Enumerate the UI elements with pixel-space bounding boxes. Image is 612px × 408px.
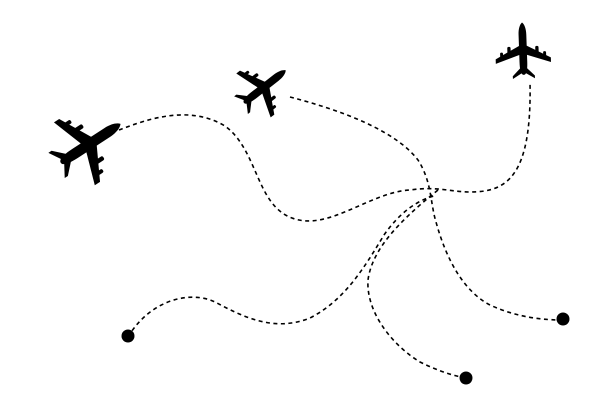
flight-path-large-plane <box>118 81 531 222</box>
destination-dot-icon <box>459 371 473 385</box>
airplane-icon <box>36 92 141 197</box>
airplane-icon <box>494 21 552 80</box>
flight-path-middle-plane <box>289 96 563 321</box>
destination-dot-icon <box>556 312 570 326</box>
airplane-icon <box>223 48 303 128</box>
destination-dot-icon <box>121 329 135 343</box>
flight-path-crossing <box>367 189 467 379</box>
flight-path-right-plane <box>127 195 435 338</box>
